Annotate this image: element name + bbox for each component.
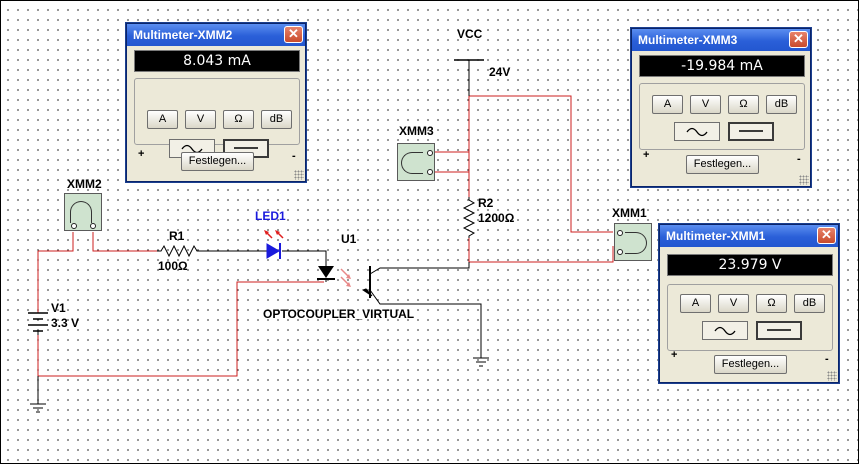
wire [38, 232, 74, 252]
wire [369, 289, 482, 358]
xmm2-instrument-symbol[interactable] [64, 193, 102, 231]
xmm3-label: XMM3 [399, 124, 434, 138]
dc-line-icon [234, 147, 258, 149]
vcc-label: VCC [457, 27, 483, 41]
resize-grip-icon[interactable] [294, 170, 304, 180]
r2-value-label: 1200Ω [478, 211, 515, 225]
wire [435, 151, 470, 197]
wire [468, 238, 614, 263]
dc-line-icon [739, 130, 763, 132]
resize-grip-icon[interactable] [827, 371, 837, 381]
mode-volt-button[interactable]: V [718, 294, 749, 313]
close-button[interactable]: ✕ [817, 227, 836, 244]
wire [92, 232, 157, 252]
v1-label: V1 [51, 301, 66, 315]
resistor-r1 [157, 244, 201, 258]
multimeter-window-xmm3[interactable]: Multimeter-XMM3 ✕ -19.984 mA A V Ω dB + … [630, 27, 812, 188]
mode-volt-button[interactable]: V [690, 95, 721, 114]
close-button[interactable]: ✕ [789, 31, 808, 48]
mode-ohm-button[interactable]: Ω [223, 110, 254, 129]
settings-button[interactable]: Festlegen... [714, 355, 787, 374]
ground-symbol [30, 403, 46, 413]
xmm3-instrument-symbol[interactable] [397, 143, 435, 181]
multimeter-window-xmm2[interactable]: Multimeter-XMM2 ✕ 8.043 mA A V Ω dB + Fe… [125, 22, 307, 183]
mode-db-button[interactable]: dB [766, 95, 797, 114]
meter-reading: 23.979 V [667, 254, 833, 276]
window-title[interactable]: Multimeter-XMM3 [632, 29, 810, 51]
window-title[interactable]: Multimeter-XMM2 [127, 24, 305, 46]
meter-dial-icon [70, 201, 92, 223]
meter-reading: 8.043 mA [134, 50, 300, 72]
xmm1-instrument-symbol[interactable] [614, 223, 652, 261]
ac-mode-button[interactable] [702, 321, 748, 340]
meter-dial-icon [625, 232, 647, 254]
settings-button[interactable]: Festlegen... [181, 152, 254, 171]
xmm2-label: XMM2 [67, 177, 102, 191]
meter-dial-icon [401, 152, 423, 174]
u1-label: U1 [341, 232, 357, 246]
r2-label: R2 [478, 196, 494, 210]
meter-reading: -19.984 mA [639, 55, 805, 77]
sine-wave-icon [686, 127, 708, 137]
mode-amp-button[interactable]: A [147, 110, 178, 129]
mode-ohm-button[interactable]: Ω [756, 294, 787, 313]
close-button[interactable]: ✕ [284, 26, 303, 43]
plus-terminal[interactable]: + [671, 349, 678, 361]
window-title[interactable]: Multimeter-XMM1 [660, 225, 838, 247]
mode-amp-button[interactable]: A [652, 95, 683, 114]
optocoupler-name-label: OPTOCOUPLER_VIRTUAL [263, 307, 415, 321]
led1-diode [264, 230, 284, 259]
minus-terminal[interactable]: - [797, 153, 801, 165]
dc-mode-button[interactable] [756, 321, 802, 340]
ground-symbol [473, 357, 489, 367]
mode-amp-button[interactable]: A [680, 294, 711, 313]
mode-ohm-button[interactable]: Ω [728, 95, 759, 114]
wire [369, 262, 470, 275]
wire [37, 281, 324, 377]
settings-button[interactable]: Festlegen... [686, 155, 759, 174]
resistor-r2 [462, 197, 476, 238]
led1-label: LED1 [255, 209, 286, 223]
minus-terminal[interactable]: - [825, 353, 829, 365]
mode-volt-button[interactable]: V [185, 110, 216, 129]
resize-grip-icon[interactable] [799, 175, 809, 185]
control-panel [639, 83, 805, 150]
multimeter-window-xmm1[interactable]: Multimeter-XMM1 ✕ 23.979 V A V Ω dB + Fe… [658, 223, 840, 384]
r1-value-label: 100Ω [158, 259, 188, 273]
vcc-value-label: 24V [489, 65, 511, 79]
mode-db-button[interactable]: dB [261, 110, 292, 129]
plus-terminal[interactable]: + [138, 148, 145, 160]
dc-mode-button[interactable] [728, 122, 774, 141]
mode-db-button[interactable]: dB [794, 294, 825, 313]
minus-terminal[interactable]: - [292, 150, 296, 162]
v1-value-label: 3.3 V [51, 316, 80, 330]
dc-line-icon [767, 329, 791, 331]
wire [469, 95, 613, 233]
plus-terminal[interactable]: + [643, 149, 650, 161]
sine-wave-icon [714, 326, 736, 336]
wire [282, 250, 327, 266]
xmm1-label: XMM1 [612, 206, 647, 220]
r1-label: R1 [169, 229, 185, 243]
ac-mode-button[interactable] [674, 122, 720, 141]
sine-wave-icon [181, 144, 203, 154]
optocoupler-led [317, 266, 351, 287]
